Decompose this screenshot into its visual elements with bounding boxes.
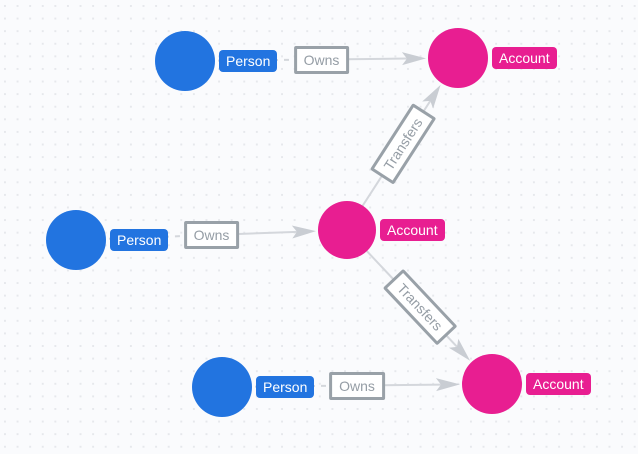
owns-2-arrowhead-icon[interactable] (291, 225, 316, 239)
account-1-node[interactable] (428, 28, 488, 88)
account-3-label[interactable]: Account (526, 373, 591, 395)
owns-2-label[interactable]: Owns (183, 221, 240, 249)
owns-1-arrowhead-icon[interactable] (401, 52, 426, 66)
owns-3-arrowhead-icon[interactable] (435, 378, 460, 392)
person-1-node[interactable] (155, 31, 215, 91)
account-1-label[interactable]: Account (492, 47, 557, 69)
person-3-node[interactable] (192, 357, 252, 417)
owns-1-label[interactable]: Owns (293, 45, 350, 74)
person-2-node[interactable] (46, 210, 106, 270)
account-3-node[interactable] (462, 354, 522, 414)
person-3-label[interactable]: Person (256, 376, 315, 398)
transfers-1-arrowhead-icon[interactable] (422, 84, 441, 109)
person-2-label[interactable]: Person (110, 229, 169, 251)
account-2-node[interactable] (318, 201, 376, 259)
transfers-2-arrowhead-icon[interactable] (448, 338, 471, 361)
person-1-label[interactable]: Person (219, 50, 278, 72)
account-2-label[interactable]: Account (380, 219, 445, 241)
owns-3-label[interactable]: Owns (329, 371, 385, 400)
